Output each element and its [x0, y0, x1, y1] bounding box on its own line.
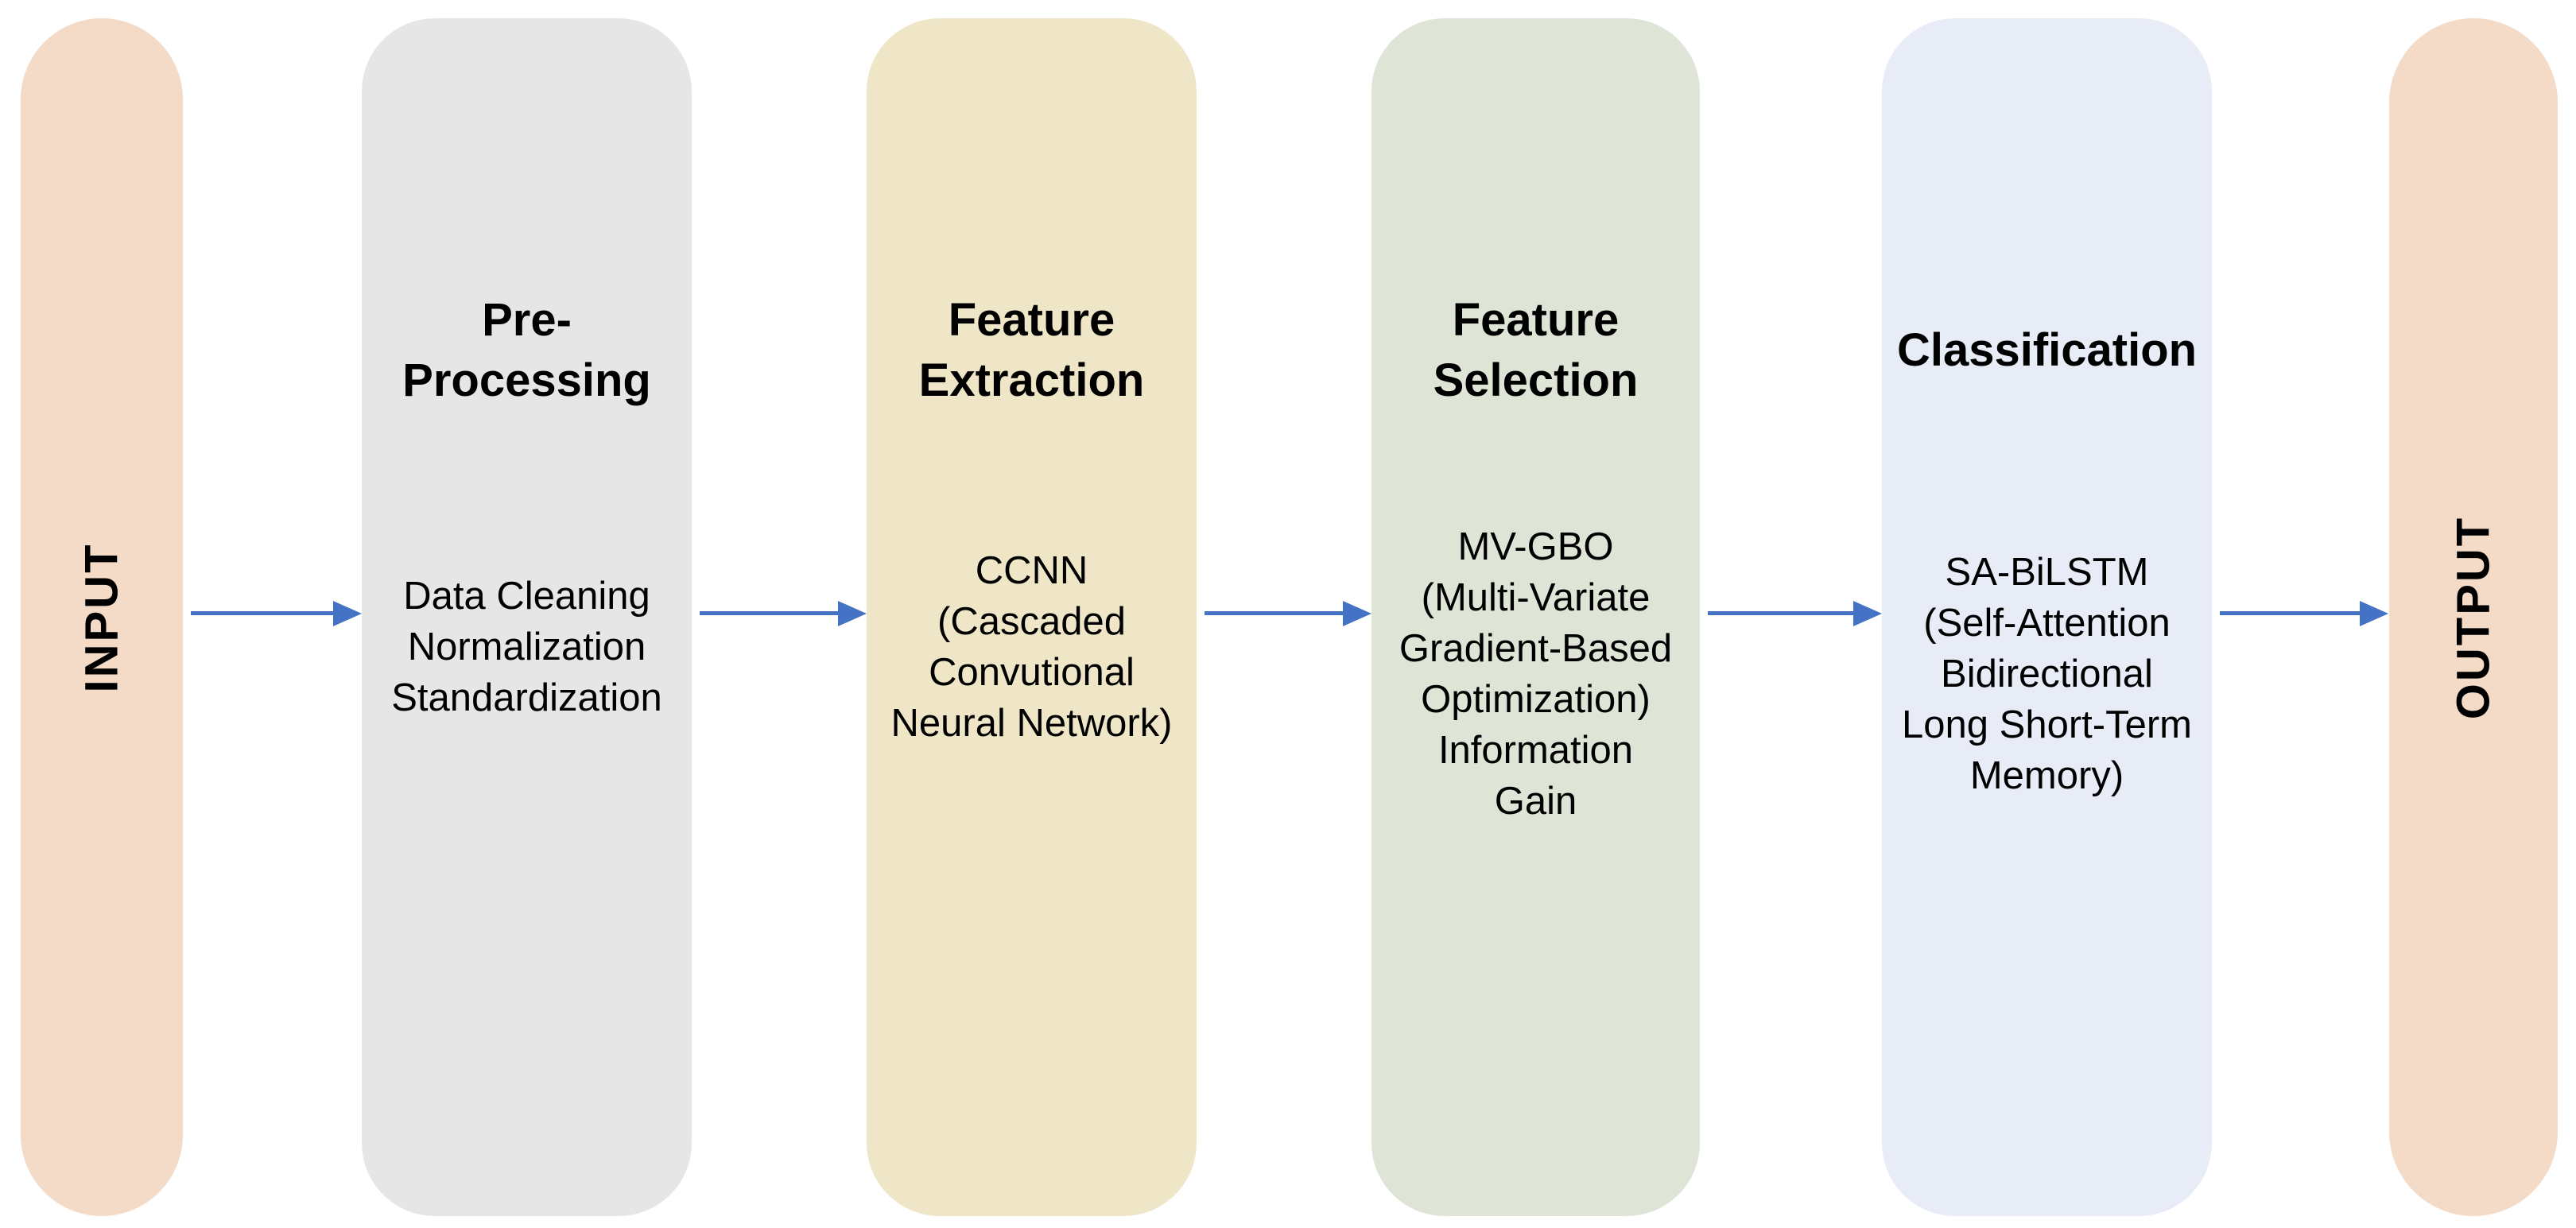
content-line: Optimization): [1421, 678, 1651, 721]
stage-input: INPUT: [21, 18, 183, 1216]
arrow-head-icon: [333, 601, 362, 626]
stage-pre-processing: Pre- Processing Data Cleaning Normalizat…: [362, 18, 692, 1216]
stage-title-line: Extraction: [918, 354, 1145, 406]
content-line: Bidirectional: [1941, 653, 2153, 695]
content-line: MV-GBO: [1457, 525, 1614, 568]
stage-feature-selection: Feature Selection MV-GBO (Multi-Variate …: [1371, 18, 1700, 1216]
content-line: Convutional: [929, 651, 1135, 694]
content-line: Gradient-Based: [1399, 627, 1673, 670]
input-label: INPUT: [76, 542, 128, 692]
content-line: Normalization: [407, 626, 646, 668]
stage-title-line: Pre-: [482, 293, 572, 346]
arrow-head-icon: [1343, 601, 1371, 626]
stage-title: Feature Extraction: [867, 269, 1197, 432]
stage-content: Data Cleaning Normalization Standardizat…: [362, 452, 692, 842]
stage-title-line: Classification: [1896, 323, 2198, 376]
stage-content: MV-GBO (Multi-Variate Gradient-Based Opt…: [1371, 479, 1700, 869]
stage-feature-extraction: Feature Extraction CCNN (Cascaded Convut…: [867, 18, 1197, 1216]
content-line: (Cascaded: [937, 600, 1126, 643]
arrow-shaft: [191, 611, 338, 615]
stage-classification: Classification SA-BiLSTM (Self-Attention…: [1882, 18, 2212, 1216]
content-line: (Multi-Variate: [1421, 576, 1651, 619]
content-line: Memory): [1969, 754, 2124, 797]
content-line: SA-BiLSTM: [1945, 551, 2149, 594]
stage-title-line: Feature: [1452, 293, 1620, 346]
content-line: Data Cleaning: [403, 575, 650, 618]
stage-title: Classification: [1882, 269, 2212, 432]
content-line: CCNN: [975, 549, 1088, 592]
stage-output: OUTPUT: [2389, 18, 2558, 1216]
content-line: Gain: [1494, 780, 1577, 823]
content-line: (Self-Attention: [1923, 602, 2171, 645]
stage-title: Pre- Processing: [362, 269, 692, 432]
arrow-shaft: [1708, 611, 1858, 615]
arrow-head-icon: [838, 601, 867, 626]
stage-title-line: Processing: [402, 354, 651, 406]
stage-content: SA-BiLSTM (Self-Attention Bidirectional …: [1882, 479, 2212, 869]
content-line: Long Short-Term: [1902, 703, 2192, 746]
output-label: OUTPUT: [2447, 515, 2500, 719]
arrow-shaft: [700, 611, 843, 615]
arrow-head-icon: [1853, 601, 1882, 626]
stage-title: Feature Selection: [1371, 269, 1700, 432]
content-line: Standardization: [391, 676, 662, 719]
arrow-shaft: [1205, 611, 1348, 615]
stage-title-line: Selection: [1433, 354, 1639, 406]
stage-content: CCNN (Cascaded Convutional Neural Networ…: [867, 452, 1197, 842]
content-line: Neural Network): [890, 702, 1173, 745]
arrow-shaft: [2220, 611, 2365, 615]
content-line: Information: [1437, 729, 1634, 772]
stage-title-line: Feature: [948, 293, 1115, 346]
arrow-head-icon: [2360, 601, 2388, 626]
